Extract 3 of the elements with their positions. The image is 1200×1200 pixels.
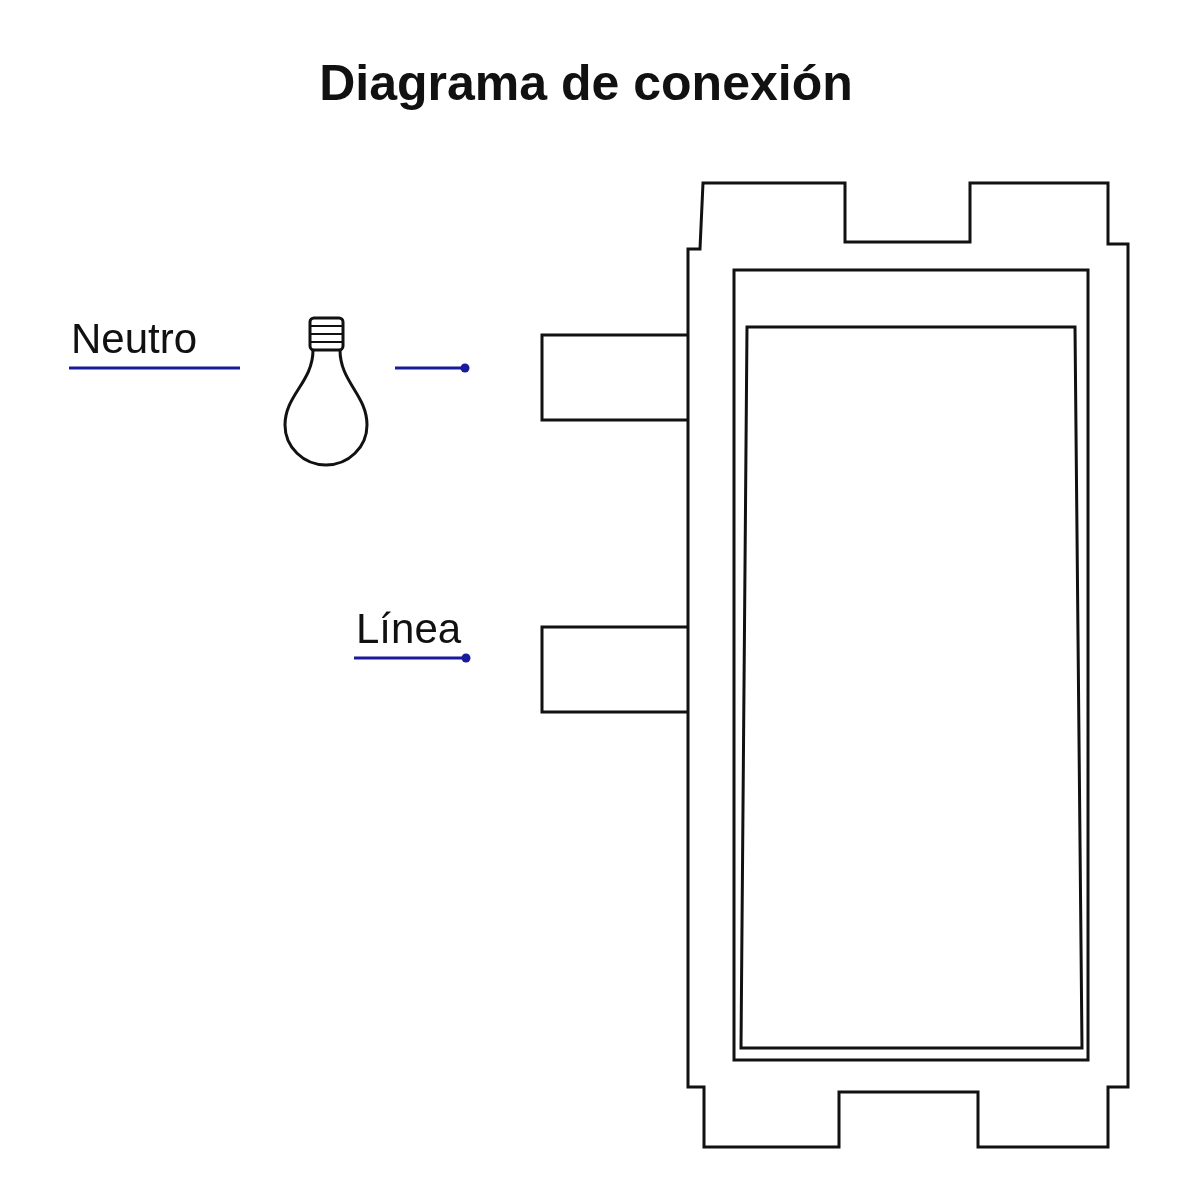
diagram-title: Diagrama de conexión xyxy=(318,58,854,108)
wire-label: Neutro xyxy=(71,318,198,360)
wire-label: Línea xyxy=(356,608,462,650)
